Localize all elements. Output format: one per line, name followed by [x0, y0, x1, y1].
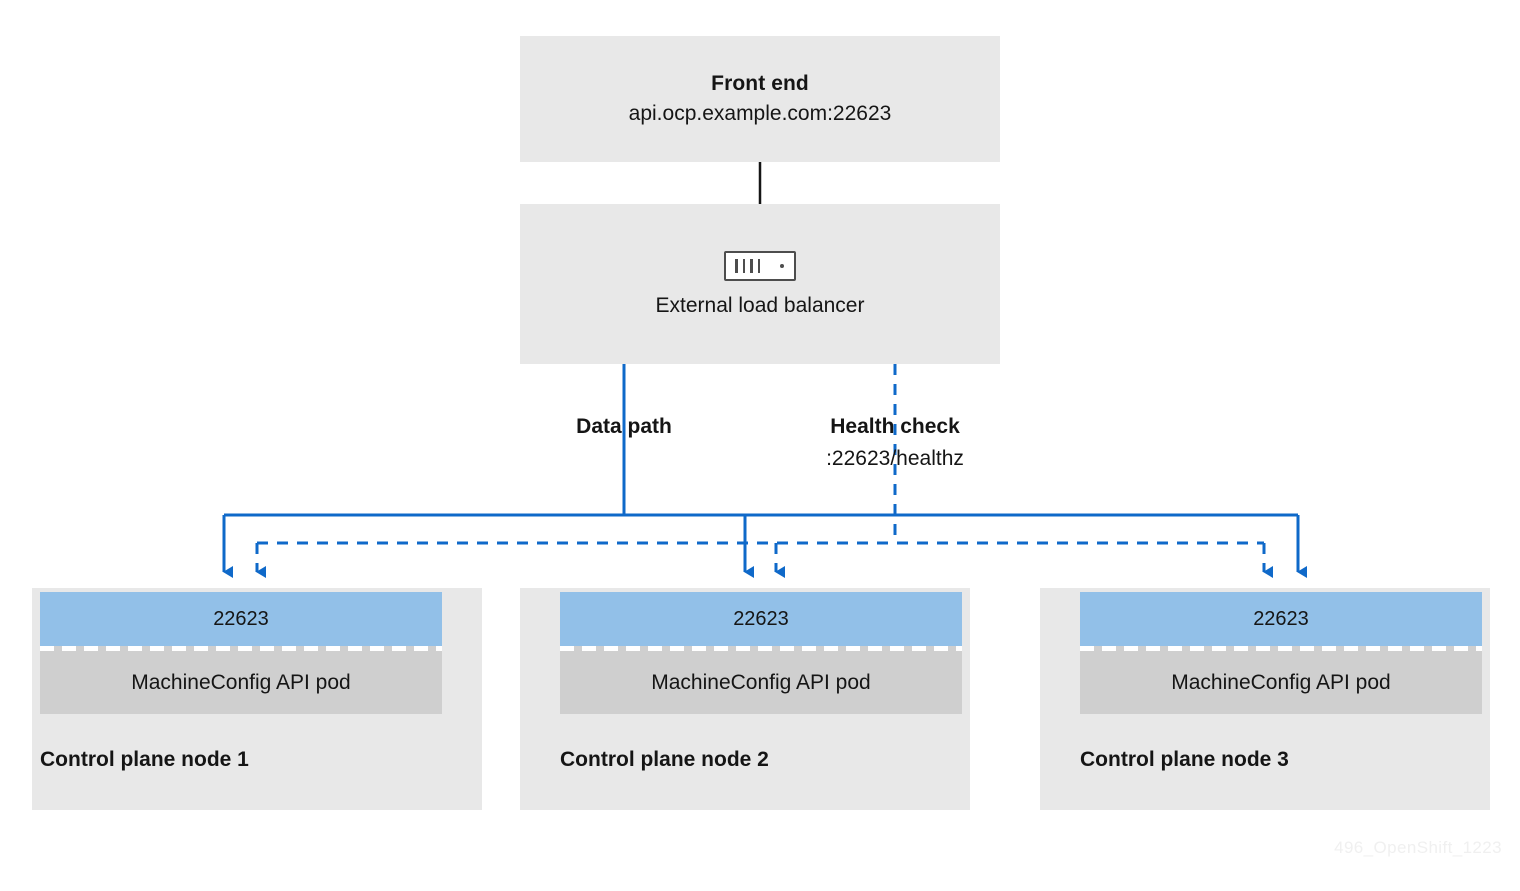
- load-balancer-icon-dot: [780, 263, 784, 268]
- load-balancer-icon: [724, 250, 796, 281]
- frontend-title: Front end: [711, 71, 809, 95]
- control-plane-node-card: 22623 MachineConfig API pod Control plan…: [32, 588, 482, 810]
- control-plane-node-card: 22623 MachineConfig API pod Control plan…: [1040, 588, 1490, 810]
- node-pod-band: MachineConfig API pod: [560, 651, 962, 714]
- load-balancer-box: External load balancer: [520, 204, 1000, 364]
- data-path-title: Data path: [576, 415, 672, 438]
- node-divider: [560, 646, 962, 651]
- frontend-box: Front end api.ocp.example.com:22623: [520, 36, 1000, 162]
- node-port-band: 22623: [560, 592, 962, 646]
- node-label: Control plane node 3: [1080, 748, 1289, 771]
- load-balancer-label: External load balancer: [655, 293, 865, 317]
- health-check-title: Health check: [830, 415, 960, 438]
- node-divider: [40, 646, 442, 651]
- node-port-band: 22623: [1080, 592, 1482, 646]
- watermark: 496_OpenShift_1223: [1334, 838, 1502, 857]
- node-label: Control plane node 2: [560, 748, 769, 771]
- node-divider: [1080, 646, 1482, 651]
- health-check-label: Health check :22623/healthz: [765, 411, 1025, 474]
- frontend-address: api.ocp.example.com:22623: [628, 101, 892, 125]
- node-port-band: 22623: [40, 592, 442, 646]
- data-path-label: Data path: [494, 411, 754, 443]
- load-balancer-icon-bars: [735, 258, 760, 273]
- control-plane-node-card: 22623 MachineConfig API pod Control plan…: [520, 588, 970, 810]
- node-pod-band: MachineConfig API pod: [1080, 651, 1482, 714]
- node-label: Control plane node 1: [40, 748, 249, 771]
- node-pod-band: MachineConfig API pod: [40, 651, 442, 714]
- health-check-subtitle: :22623/healthz: [826, 446, 964, 470]
